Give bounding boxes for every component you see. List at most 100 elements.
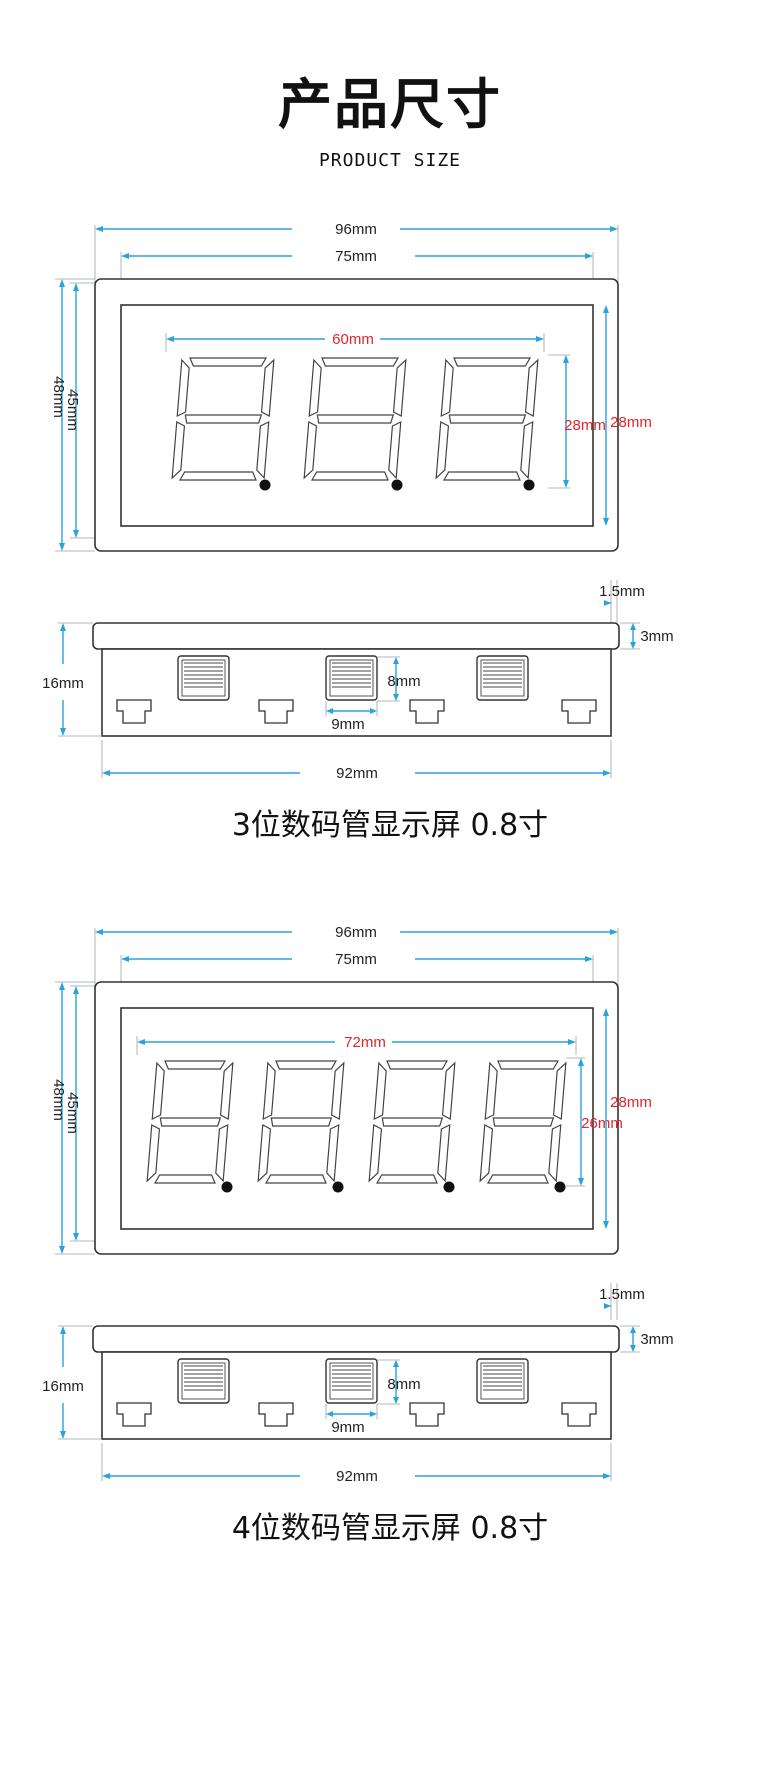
segment-d (310, 471, 389, 481)
segment-c (520, 421, 534, 480)
segment-a (321, 357, 400, 367)
dim-digits-span: 60mm (332, 331, 374, 348)
clip (325, 655, 378, 701)
digit (435, 357, 539, 491)
digit (303, 357, 407, 491)
page-subtitle: PRODUCT SIZE (318, 150, 462, 171)
dim-bezel-depth: 3mm (640, 628, 673, 645)
mounting-clips (116, 655, 597, 724)
digit (146, 1060, 234, 1193)
clip (476, 1358, 529, 1404)
terminal-tab (258, 699, 294, 724)
seven-segment-digits (146, 1060, 567, 1193)
segment-d (375, 1174, 438, 1184)
caption-3-digit: 3位数码管显示屏 0.8寸 (231, 808, 549, 843)
segment-g (316, 414, 395, 424)
segment-c (215, 1124, 229, 1183)
terminal-tab (561, 699, 597, 724)
segment-g (492, 1117, 555, 1127)
segment-a (453, 357, 532, 367)
segment-b (441, 1061, 456, 1120)
segment-c (437, 1124, 451, 1183)
front-view-4-digit: 96mm 75mm 48mm 45mm 72mm 26mm 28mm 1.5mm (50, 924, 652, 1320)
dim-digit-height: 26mm (581, 1115, 623, 1132)
dim-clip-height: 8mm (387, 1376, 420, 1393)
segment-d (178, 471, 257, 481)
digit (171, 357, 275, 491)
dim-clip-height: 8mm (387, 673, 420, 690)
segment-a (164, 1060, 227, 1070)
digit (368, 1060, 456, 1193)
decimal-point (523, 479, 535, 491)
segment-g (270, 1117, 333, 1127)
segment-c (326, 1124, 340, 1183)
segment-a (386, 1060, 449, 1070)
clip (177, 655, 230, 701)
dim-digit-height: 28mm (564, 417, 606, 434)
segment-d (153, 1174, 216, 1184)
segment-b (552, 1061, 567, 1120)
dim-digits-span: 72mm (344, 1034, 386, 1051)
dim-height-total: 48mm (50, 1079, 67, 1121)
decimal-point (332, 1181, 344, 1193)
dim-clip-width: 9mm (331, 716, 364, 733)
dim-width-window: 75mm (335, 248, 377, 265)
mounting-clips (116, 1358, 597, 1427)
segment-g (448, 414, 527, 424)
terminal-tab (258, 1402, 294, 1427)
segment-e (435, 421, 450, 480)
dim-width-window: 75mm (335, 951, 377, 968)
page-title: 产品尺寸 (278, 73, 502, 136)
segment-f (373, 1061, 387, 1120)
dim-height-window: 45mm (64, 1092, 81, 1134)
decimal-point (259, 479, 271, 491)
segment-b (219, 1061, 234, 1120)
segment-f (484, 1061, 498, 1120)
segment-b (330, 1061, 345, 1120)
segment-f (440, 358, 454, 417)
decimal-point (554, 1181, 566, 1193)
dim-width-total: 96mm (335, 221, 377, 238)
segment-e (146, 1124, 161, 1183)
decimal-point (443, 1181, 455, 1193)
seven-segment-digits (171, 357, 539, 491)
dim-bezel-thickness: 1.5mm (599, 583, 645, 600)
segment-g (381, 1117, 444, 1127)
dim-window-height: 28mm (610, 414, 652, 431)
dim-width-total: 96mm (335, 924, 377, 941)
segment-c (388, 421, 402, 480)
decimal-point (221, 1181, 233, 1193)
bezel-side (92, 1325, 620, 1353)
digit (479, 1060, 567, 1193)
segment-g (184, 414, 263, 424)
decimal-point (391, 479, 403, 491)
segment-e (303, 421, 318, 480)
digit (257, 1060, 345, 1193)
segment-c (548, 1124, 562, 1183)
side-view-4-digit: 3mm 16mm 8mm 9mm 92mm (42, 1325, 674, 1485)
segment-a (275, 1060, 338, 1070)
terminal-tab (409, 1402, 445, 1427)
dim-height-window: 45mm (64, 389, 81, 431)
segment-a (189, 357, 268, 367)
dim-depth: 16mm (42, 675, 84, 692)
segment-a (497, 1060, 560, 1070)
segment-b (392, 358, 407, 417)
dim-body-width: 92mm (336, 765, 378, 782)
bezel-side (92, 622, 620, 650)
terminal-tab (561, 1402, 597, 1427)
dim-bezel-thickness: 1.5mm (599, 1286, 645, 1303)
segment-c (256, 421, 270, 480)
clip (325, 1358, 378, 1404)
front-view-3-digit: 96mm 75mm 48mm 45mm 60mm 28mm 28mm 1.5mm… (50, 221, 674, 650)
segment-b (524, 358, 539, 417)
clip (177, 1358, 230, 1404)
segment-f (176, 358, 190, 417)
dim-body-width: 92mm (336, 1468, 378, 1485)
dim-clip-width: 9mm (331, 1419, 364, 1436)
caption-4-digit: 4位数码管显示屏 0.8寸 (231, 1511, 549, 1546)
segment-f (262, 1061, 276, 1120)
terminal-tab (116, 1402, 152, 1427)
dim-window-height: 28mm (610, 1094, 652, 1111)
side-view-3-digit: 16mm 8mm 9mm 92mm (42, 622, 620, 782)
